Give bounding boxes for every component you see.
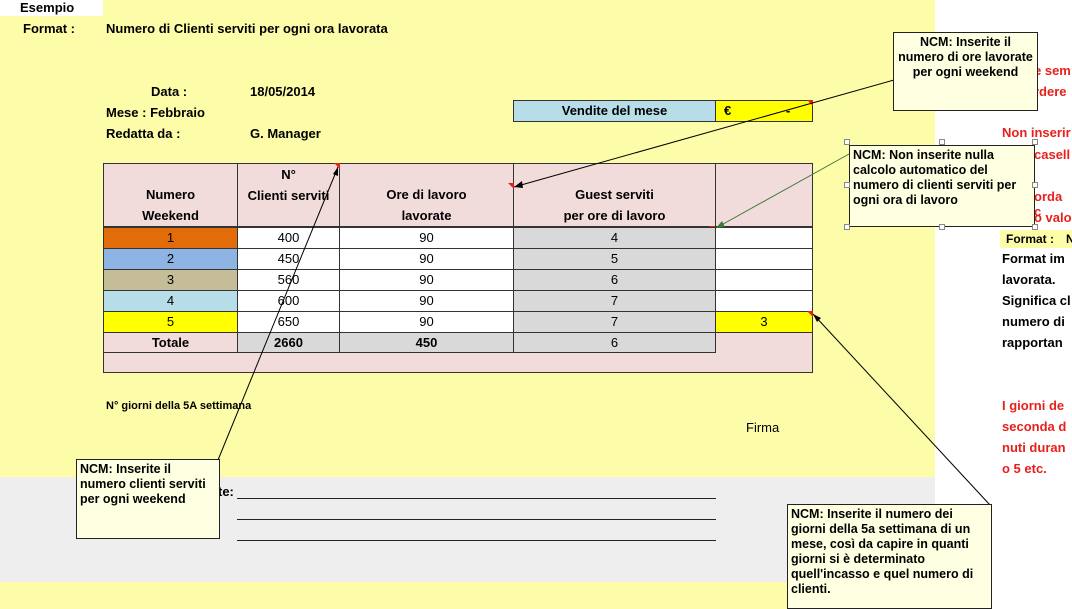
note-line-2[interactable]: [237, 519, 716, 520]
vendite-label: Vendite del mese: [513, 100, 716, 122]
euro-sign: €: [724, 103, 732, 118]
side-black-1: Format im: [1002, 251, 1065, 266]
header-cell-ore: Ore di lavoro lavorate: [339, 163, 514, 227]
side-format-cell: Format : N: [1000, 230, 1072, 248]
side-black-5: rapportan: [1002, 335, 1063, 350]
side-format-cut: N: [1066, 232, 1072, 246]
mese-label: Mese : Febbraio: [106, 105, 205, 120]
resize-handle[interactable]: [1032, 182, 1038, 188]
cell-clienti[interactable]: 560: [237, 269, 340, 291]
redatta-label: Redatta da :: [106, 126, 181, 141]
comment-clienti[interactable]: NCM: Inserite il numero clienti serviti …: [76, 459, 220, 539]
side-format-label: Format :: [1006, 232, 1054, 246]
comment-guest[interactable]: NCM: Non inserite nulla calcolo automati…: [849, 145, 1035, 227]
header-ore-l2: lavorate: [401, 208, 452, 223]
header-cell-clienti: N° Clienti serviti: [237, 163, 340, 227]
side-red-4: o 5 etc.: [1002, 461, 1047, 476]
cell-clienti[interactable]: 600: [237, 290, 340, 312]
header-clienti-l1: N°: [281, 167, 296, 182]
firma-label: Firma: [746, 420, 780, 435]
header-cell-guest: Guest serviti per ore di lavoro: [513, 163, 716, 227]
side-text-2: rdere: [1034, 84, 1067, 99]
side-red-2: seconda d: [1002, 419, 1067, 434]
data-value: 18/05/2014: [250, 84, 316, 99]
sheet-bottom-strip: [0, 582, 935, 609]
side-black-3: Significa cl: [1002, 293, 1071, 308]
note-label: te:: [218, 484, 234, 499]
header-weekend-l1: Numero: [145, 187, 196, 202]
format-label: Format :: [23, 21, 75, 36]
note-line-3[interactable]: [237, 540, 716, 541]
header-guest-l1: Guest serviti: [575, 187, 654, 202]
resize-handle[interactable]: [1032, 224, 1038, 230]
side-red-3: nuti duran: [1002, 440, 1066, 455]
side-black-2: lavorata.: [1002, 272, 1056, 287]
resize-handle[interactable]: [1032, 139, 1038, 145]
header-guest-l2: per ore di lavoro: [563, 208, 666, 223]
side-black-4: numero di: [1002, 314, 1065, 329]
resize-handle[interactable]: [939, 224, 945, 230]
vendite-value: -: [786, 103, 791, 118]
header-cell-weekend: Numero Weekend: [103, 163, 238, 227]
comment-indicator: [508, 183, 514, 189]
header-clienti-l2: Clienti serviti: [247, 188, 330, 203]
side-text-6: o valo: [1034, 210, 1072, 225]
side-red-1: I giorni de: [1002, 398, 1065, 413]
note-line-1[interactable]: [237, 498, 716, 499]
side-text-4: casell: [1034, 147, 1071, 162]
header-ore-l1: Ore di lavoro: [386, 187, 467, 202]
resize-handle[interactable]: [939, 139, 945, 145]
totale-ore: 450: [339, 332, 514, 353]
vendite-value-cell[interactable]: € -: [716, 100, 813, 122]
side-text-5: orda c: [1034, 189, 1063, 219]
totale-guest: 6: [513, 332, 716, 353]
comment-giorni[interactable]: NCM: Inserite il numero dei giorni della…: [787, 504, 992, 609]
side-text-1: e sem: [1034, 63, 1071, 78]
totale-label: Totale: [103, 332, 238, 353]
giorni-label: N° giorni della 5A settimana: [106, 400, 252, 412]
redatta-value: G. Manager: [250, 126, 321, 141]
totale-clienti: 2660: [237, 332, 340, 353]
header-cell-extra: [715, 163, 813, 227]
header-weekend-l2: Weekend: [142, 208, 199, 223]
resize-handle[interactable]: [844, 139, 850, 145]
side-text-3: Non inserir: [1002, 125, 1071, 140]
esempio-label: Esempio: [0, 0, 103, 16]
comment-indicator: [334, 163, 340, 169]
cell-extra[interactable]: 3: [715, 311, 813, 333]
format-value: Numero di Clienti serviti per ogni ora l…: [106, 21, 388, 36]
comment-indicator: [807, 100, 813, 106]
comment-ore[interactable]: NCM: Inserite il numero di ore lavorate …: [893, 32, 1038, 111]
resize-handle[interactable]: [844, 224, 850, 230]
comment-indicator: [807, 311, 813, 317]
data-label: Data :: [151, 84, 188, 99]
resize-handle[interactable]: [844, 182, 850, 188]
